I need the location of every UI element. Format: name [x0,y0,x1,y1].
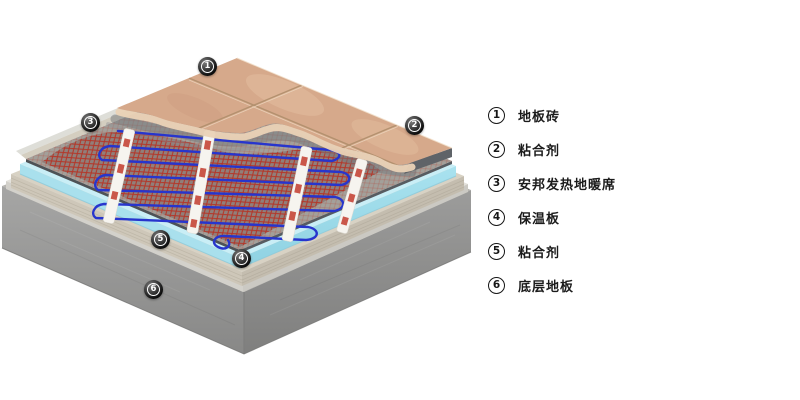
tile-adhesive-edge [404,148,452,174]
marker-number: 3 [84,116,97,129]
marker-number: 6 [147,283,160,296]
legend-item-1: 1 地板砖 [488,98,778,132]
legend-label-1: 地板砖 [518,109,561,125]
legend-number-6: 6 [488,276,505,294]
tile-surface-detail [167,74,419,165]
legend-label-3: 安邦发热地暖席 [518,177,617,193]
marker-number: 4 [235,252,248,265]
legend-item-6: 6 底层地板 [488,268,778,302]
legend-item-2: 2 粘合剂 [488,132,778,166]
legend: 1 地板砖 2 粘合剂 3 安邦发热地暖席 4 保温板 5 粘合剂 6 底层地板 [488,98,778,302]
diagram-marker-2: 2 [405,116,424,135]
legend-item-3: 3 安邦发热地暖席 [488,166,778,200]
legend-number-1: 1 [488,106,505,124]
heating-cable [92,129,351,250]
diagram-marker-5: 5 [151,230,170,249]
diagram-marker-1: 1 [198,57,217,76]
layer-diagram-illustration [1,57,472,355]
marker-number: 1 [201,60,214,73]
legend-number-3: 3 [488,174,505,192]
diagram-marker-3: 3 [81,113,100,132]
marker-number: 2 [408,119,421,132]
legend-number-2: 2 [488,140,505,158]
tile-layer [115,57,453,173]
legend-label-2: 粘合剂 [518,143,561,159]
legend-label-4: 保温板 [518,211,561,227]
legend-label-5: 粘合剂 [518,245,561,261]
label-strips [103,128,368,242]
legend-item-4: 4 保温板 [488,200,778,234]
diagram-marker-6: 6 [144,280,163,299]
legend-label-6: 底层地板 [518,279,575,295]
legend-item-5: 5 粘合剂 [488,234,778,268]
marker-number: 5 [154,233,167,246]
legend-number-4: 4 [488,208,505,226]
legend-number-5: 5 [488,242,505,260]
diagram-marker-4: 4 [232,249,251,268]
